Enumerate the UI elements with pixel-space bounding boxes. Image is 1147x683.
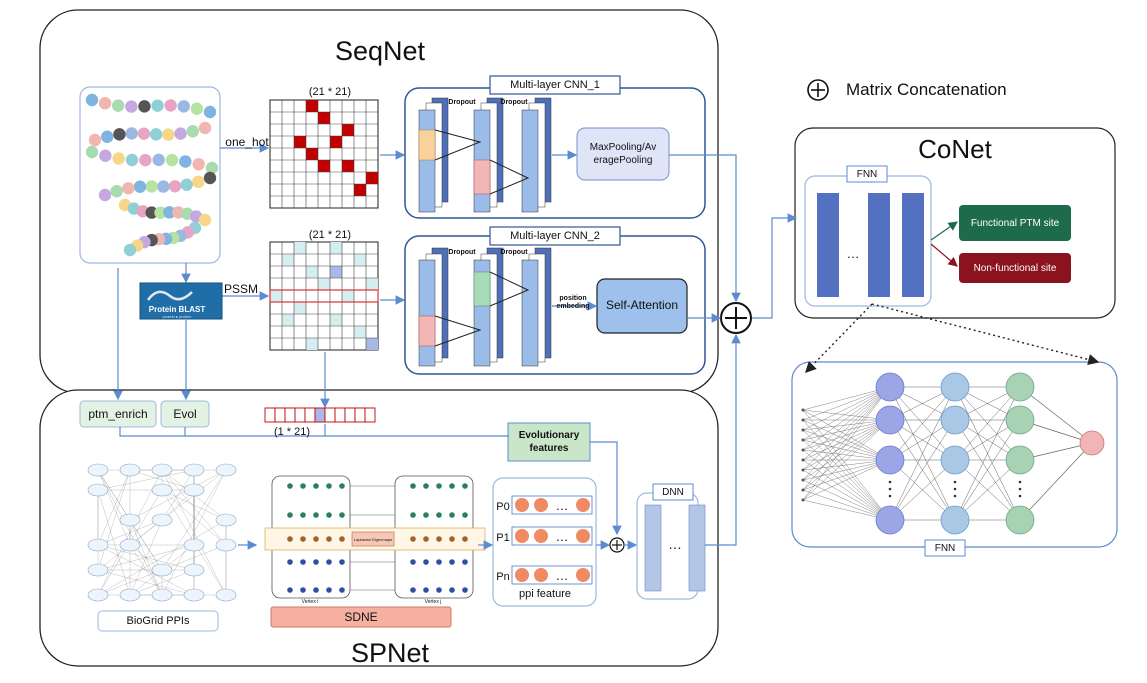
pssm-label: PSSM xyxy=(223,282,258,296)
cnn2-title: Multi-layer CNN_2 xyxy=(510,230,600,242)
sdne-figure xyxy=(264,475,486,599)
cnn1-title-box xyxy=(489,75,621,95)
sdne-label: SDNE xyxy=(344,610,378,624)
cnn2-layers xyxy=(418,247,552,367)
to-functional-arrow xyxy=(930,221,958,241)
fnn-network xyxy=(801,372,1105,535)
vector-size-label: (1 * 21) xyxy=(273,426,311,438)
dnn-ellipsis: … xyxy=(668,536,682,552)
pool-to-concat-arrow xyxy=(669,154,741,303)
evol-features-box xyxy=(507,422,591,462)
zoom-left-arrow xyxy=(805,303,873,374)
evol-label: Evol xyxy=(173,407,197,421)
functional-site-label: Functional PTM site xyxy=(970,217,1060,229)
nonfunctional-site-box xyxy=(959,253,1071,283)
conet-layer-3 xyxy=(902,193,924,297)
position-embedding-label: position embeding xyxy=(556,294,590,310)
ppi-ellipsis-2: … xyxy=(555,567,569,583)
dnn-title-box xyxy=(652,483,694,501)
legend-label: Matrix Concatenation xyxy=(846,80,1007,99)
nonfunctional-site-label: Non-functional site xyxy=(973,262,1057,274)
sdne-mid-label: Laplacian Eigenmaps xyxy=(353,536,393,542)
cnn1-title: Multi-layer CNN_1 xyxy=(510,79,600,91)
cnn2-dropout-2: Dropout xyxy=(500,248,528,256)
dnn-layer-2 xyxy=(688,504,706,592)
ppi-ellipsis-0: … xyxy=(555,497,569,513)
conet-fnn-title: FNN xyxy=(856,168,878,180)
blast-sub: protein ▸ protein xyxy=(162,313,192,319)
cnn2-dropout-1: Dropout xyxy=(448,248,476,256)
sdne-vertex-j: Vertex j xyxy=(424,599,442,605)
biogrid-label-box xyxy=(97,610,219,632)
pooling-label: MaxPooling/Av eragePooling xyxy=(589,142,657,166)
onehot-matrix xyxy=(269,99,379,209)
conet-ellipsis: … xyxy=(846,245,860,261)
ptm-enrich-label: ptm_enrich xyxy=(88,407,148,421)
blast-label: Protein BLAST xyxy=(148,304,206,314)
ppi-row-p1: P1 xyxy=(496,532,510,544)
ptm-to-evolfeat-line xyxy=(119,427,509,437)
ptm-enrich-box xyxy=(79,400,157,428)
biogrid-label: BioGrid PPIs xyxy=(126,615,190,627)
dnn-layer-1 xyxy=(644,504,662,592)
ppi-row-pn: Pn xyxy=(496,571,510,583)
conet-layer-2 xyxy=(868,193,890,297)
evolfeat-to-concat-arrow xyxy=(590,441,622,536)
cnn1-dropout-2: Dropout xyxy=(500,98,528,106)
blast-helix-icon xyxy=(146,290,193,301)
pssm-size-label: (21 * 21) xyxy=(308,229,352,241)
fnn-detail-label-box xyxy=(924,539,966,557)
protein-beads xyxy=(85,93,219,257)
ppi-feature-label: ppi feature xyxy=(519,588,571,600)
biogrid-network xyxy=(87,463,237,602)
conet-fnn-title-box xyxy=(846,165,888,183)
to-nonfunctional-arrow xyxy=(930,243,958,267)
onehot-size-label: (21 * 21) xyxy=(308,86,352,98)
zoom-right-arrow xyxy=(871,303,1100,365)
spnet-title: SPNet xyxy=(350,637,430,668)
ppi-row-p0: P0 xyxy=(496,501,510,513)
dnn-to-concat-arrow xyxy=(698,333,741,546)
evol-features-label: Evolutionary features xyxy=(518,430,580,454)
pssm-matrix xyxy=(269,241,379,351)
dnn-title: DNN xyxy=(662,486,684,498)
cnn2-title-box xyxy=(489,226,621,246)
conet-layer-1 xyxy=(817,193,839,297)
sdne-vertex-i: Vertex i xyxy=(301,599,319,605)
cnn1-dropout-1: Dropout xyxy=(448,98,476,106)
conet-title: CoNet xyxy=(918,133,992,164)
cnn1-layers xyxy=(418,97,552,213)
onehot-label: one_hot xyxy=(225,135,269,149)
self-attention-label: Self-Attention xyxy=(605,298,679,313)
blast-logo xyxy=(139,282,223,320)
ppi-ellipsis-1: … xyxy=(555,528,569,544)
ppi-feature-rows xyxy=(511,495,593,585)
concat-to-conet-arrow xyxy=(752,213,798,319)
seqnet-title: SeqNet xyxy=(334,35,426,66)
feature-vector xyxy=(264,407,376,423)
functional-site-box xyxy=(959,205,1071,241)
fnn-detail-label: FNN xyxy=(934,542,956,554)
sdne-label-box xyxy=(270,606,452,628)
